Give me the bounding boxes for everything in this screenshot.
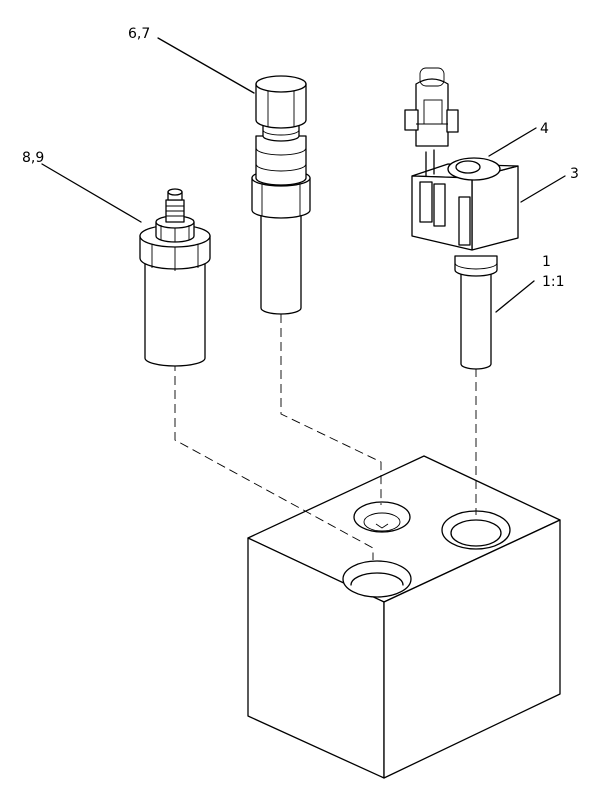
alignment-lines <box>174 314 477 560</box>
callout-part-3: 3 <box>570 166 579 182</box>
manifold-block <box>247 455 561 779</box>
callout-part-8-9: 8,9 <box>22 150 44 166</box>
port-right <box>441 510 511 550</box>
port-rear <box>353 501 411 533</box>
callout-part-1: 1 <box>542 254 551 270</box>
leader-lines <box>41 37 566 313</box>
callout-part-1-scale: 1:1 <box>542 274 565 290</box>
solenoid-valve-parts-1-3-4 <box>404 67 519 370</box>
callout-part-6-7: 6,7 <box>128 26 150 42</box>
port-front <box>342 560 412 598</box>
sensor-part-8-9 <box>139 188 211 367</box>
callout-part-4: 4 <box>540 121 549 137</box>
sensor-part-6-7 <box>251 75 311 315</box>
